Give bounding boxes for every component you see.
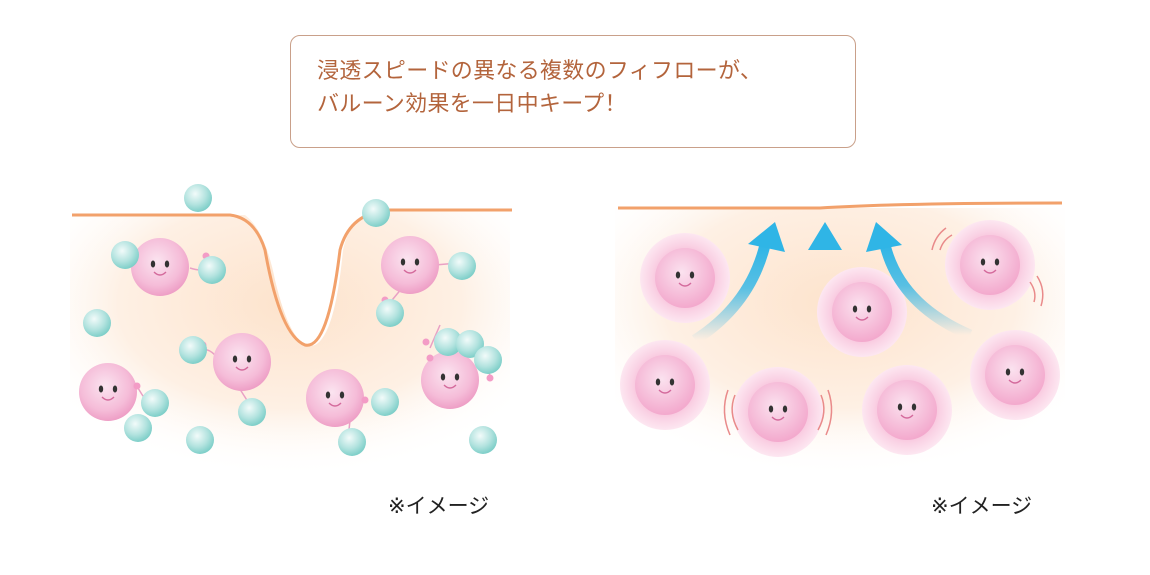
teal-ball [179, 336, 207, 364]
right-panel [600, 0, 1080, 480]
teal-ball [469, 426, 497, 454]
teal-ball [111, 241, 139, 269]
teal-ball [474, 346, 502, 374]
pink-balloon [862, 365, 952, 455]
pink-balloon [733, 367, 823, 457]
right-caption: ※イメージ [931, 494, 1033, 518]
teal-ball [124, 414, 152, 442]
teal-ball [362, 199, 390, 227]
headline-line-2: バルーン効果を一日中キープ！ [317, 92, 627, 117]
teal-ball [448, 252, 476, 280]
pink-balloon [970, 330, 1060, 420]
teal-ball [338, 428, 366, 456]
left-illustration [70, 184, 512, 478]
teal-ball [238, 398, 266, 426]
pink-ball [213, 333, 271, 391]
arrow-center [808, 222, 842, 372]
pink-ball [131, 238, 189, 296]
teal-ball [371, 388, 399, 416]
teal-ball [456, 330, 484, 358]
pink-balloon [945, 220, 1035, 310]
skin-surface-line [72, 208, 512, 347]
teal-ball [186, 426, 214, 454]
pink-balloon [620, 340, 710, 430]
teal-ball [184, 184, 212, 212]
teal-ball [434, 328, 462, 356]
arrow-right [866, 222, 973, 341]
pink-ball [79, 363, 137, 421]
right-illustration [615, 201, 1065, 478]
headline-line-1: 浸透スピードの異なる複数のフィフローが、 [317, 59, 763, 84]
skin-surface-line [618, 201, 1063, 210]
arrow-left [692, 222, 785, 345]
headline-box: 浸透スピードの異なる複数のフィフローが、 バルーン効果を一日中キープ！ [290, 35, 856, 148]
vibration-marks [723, 227, 1044, 436]
left-caption: ※イメージ [388, 494, 490, 518]
pink-ball [306, 369, 364, 427]
pink-balloon [640, 233, 730, 323]
pink-ball [421, 351, 479, 409]
left-panel [60, 0, 530, 480]
pink-ball [381, 236, 439, 294]
teal-ball [83, 309, 111, 337]
teal-ball [198, 256, 226, 284]
teal-ball [376, 299, 404, 327]
teal-ball [141, 389, 169, 417]
